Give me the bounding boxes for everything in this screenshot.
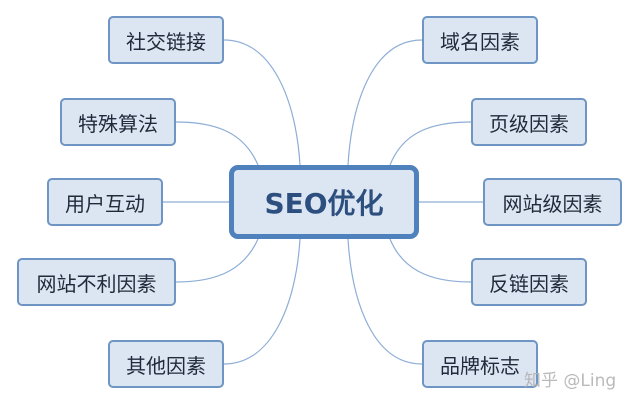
link-site-negative — [175, 238, 259, 283]
node-social-links[interactable]: 社交链接 — [108, 16, 224, 64]
node-label: 品牌标志 — [440, 353, 520, 378]
node-label: 其他因素 — [126, 353, 206, 378]
link-other — [223, 238, 301, 365]
node-label: 网站级因素 — [502, 191, 603, 216]
link-domain — [347, 39, 423, 166]
node-label: 页级因素 — [489, 111, 569, 136]
node-page-level-factors[interactable]: 页级因素 — [471, 98, 587, 146]
node-label: 反链因素 — [489, 271, 569, 296]
node-site-negative-factors[interactable]: 网站不利因素 — [17, 258, 176, 306]
node-domain-factors[interactable]: 域名因素 — [422, 16, 538, 64]
node-brand-signals[interactable]: 品牌标志 — [422, 340, 538, 388]
node-backlink-factors[interactable]: 反链因素 — [471, 258, 587, 306]
link-social — [223, 39, 301, 166]
node-label: 社交链接 — [126, 29, 206, 54]
node-label: 网站不利因素 — [36, 271, 157, 296]
central-topic[interactable]: SEO优化 — [229, 165, 419, 239]
node-special-algorithm[interactable]: 特殊算法 — [60, 98, 176, 146]
node-other-factors[interactable]: 其他因素 — [108, 340, 224, 388]
node-user-interaction[interactable]: 用户互动 — [47, 178, 163, 226]
link-backlink — [389, 238, 472, 283]
link-special-algorithm — [175, 121, 259, 166]
link-page-level — [389, 121, 472, 166]
node-label: 用户互动 — [65, 191, 145, 216]
link-brand — [347, 238, 423, 365]
watermark: 知乎 @Ling — [524, 371, 617, 391]
central-topic-label: SEO优化 — [264, 187, 384, 220]
node-label: 域名因素 — [440, 29, 520, 54]
node-label: 特殊算法 — [78, 111, 158, 136]
node-site-level-factors[interactable]: 网站级因素 — [483, 178, 622, 226]
